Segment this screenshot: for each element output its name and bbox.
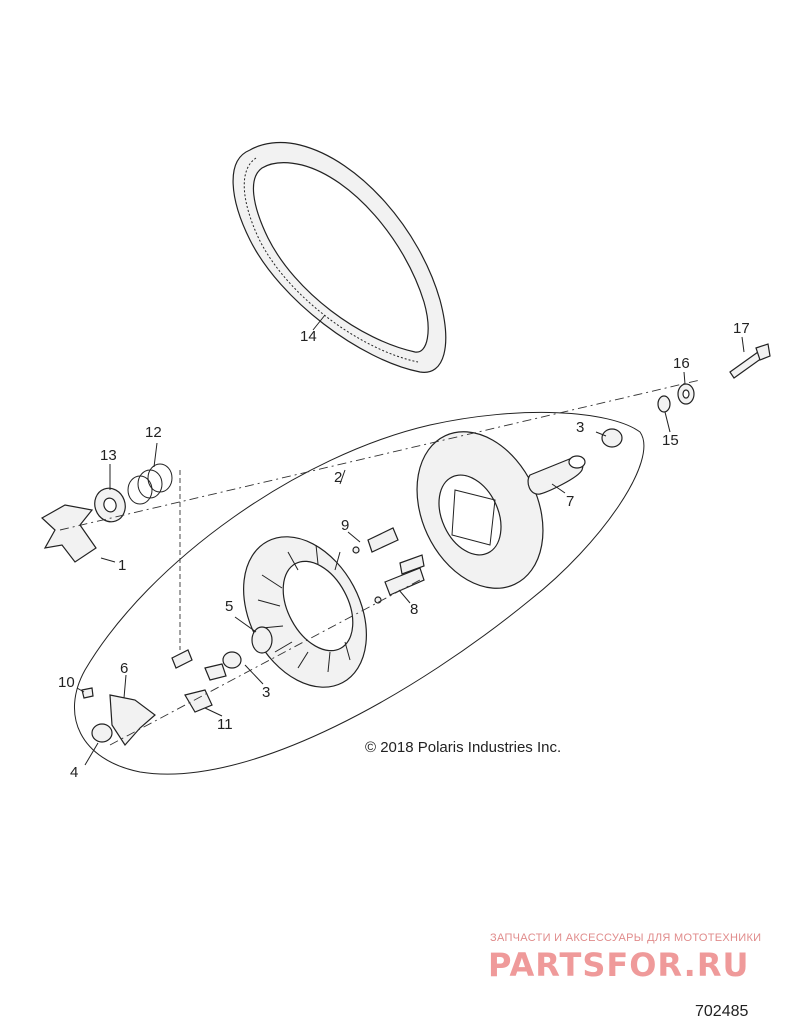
bearing[interactable] [91, 723, 113, 743]
cover[interactable] [109, 694, 156, 746]
callout-11: 11 [217, 716, 233, 733]
callout-6: 6 [120, 660, 128, 677]
copyright-text: © 2018 Polaris Industries Inc. [365, 739, 561, 756]
centerline-upper [59, 379, 701, 531]
weight[interactable] [374, 554, 425, 604]
callout-2: 2 [334, 469, 342, 486]
washer[interactable] [90, 484, 130, 526]
roller-lower[interactable] [222, 651, 242, 669]
screw[interactable] [81, 687, 94, 699]
moveable-sheave[interactable] [393, 411, 567, 609]
washer-small[interactable] [657, 395, 671, 413]
callout-4: 4 [70, 764, 78, 781]
spring[interactable] [127, 463, 173, 505]
callout-12: 12 [145, 424, 162, 441]
watermark-tagline: ЗАПЧАСТИ И АКСЕССУАРЫ ДЛЯ МОТОТЕХНИКИ [490, 932, 761, 944]
bushing[interactable] [251, 626, 273, 654]
callout-5: 5 [225, 598, 233, 615]
callout-9: 9 [341, 517, 349, 534]
fixed-sheave[interactable] [219, 516, 391, 709]
callout-3-upper: 3 [576, 419, 584, 436]
ramp[interactable] [171, 649, 227, 713]
callout-15: 15 [662, 432, 679, 449]
washer-outer[interactable] [677, 383, 695, 405]
callout-8: 8 [410, 601, 418, 618]
part-number: 702485 [695, 1003, 748, 1020]
spider[interactable] [40, 504, 97, 563]
weight-pin[interactable] [352, 527, 399, 554]
sleeve[interactable] [527, 455, 586, 495]
callout-14: 14 [300, 328, 317, 345]
callout-16: 16 [673, 355, 690, 372]
callout-7: 7 [566, 493, 574, 510]
roller-upper[interactable] [601, 428, 623, 448]
assembly-outline [74, 411, 645, 775]
watermark-logo: PARTSFOR.RU [488, 946, 749, 984]
leader-lines [76, 314, 745, 766]
callout-3-lower: 3 [262, 684, 270, 701]
callout-1: 1 [118, 557, 126, 574]
callout-13: 13 [100, 447, 117, 464]
drive-belt[interactable] [232, 141, 447, 373]
callout-17: 17 [733, 320, 750, 337]
callout-10: 10 [58, 674, 75, 691]
bolt[interactable] [729, 343, 771, 379]
centerline-lower [109, 579, 421, 746]
